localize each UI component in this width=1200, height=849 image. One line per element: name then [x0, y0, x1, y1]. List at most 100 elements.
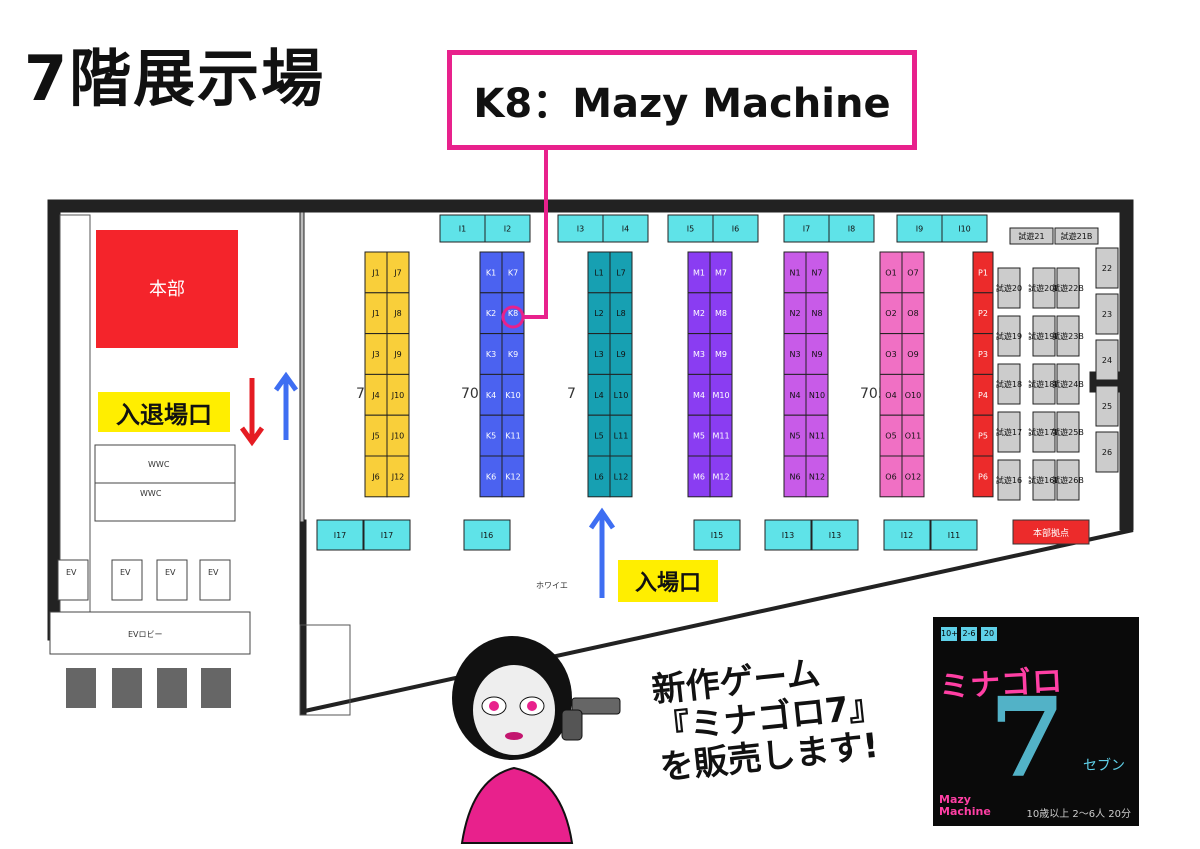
booth-m4: M4: [687, 373, 711, 416]
booth-cell: [316, 519, 364, 551]
booth-label: I12: [901, 531, 914, 540]
booth-o12: O12: [901, 455, 925, 498]
booth-k3: K3: [479, 333, 503, 375]
booth-label: 試遊22B: [1052, 283, 1084, 293]
ev-shaft-2: [112, 668, 142, 708]
booth-cell: [1056, 459, 1080, 501]
entrance-exit-label: 入退場口: [98, 392, 230, 432]
game-subtitle: セブン: [1083, 758, 1125, 774]
booth-label: K2: [486, 309, 496, 318]
callout-connector: [523, 150, 548, 319]
booth-label: N7: [811, 268, 822, 277]
booth-label: N10: [809, 391, 825, 400]
ev-label-4: EV: [208, 568, 219, 577]
booth-j1: J1: [364, 251, 388, 294]
ev-3: [156, 559, 188, 601]
game-logo: ミナゴロ: [938, 663, 1065, 706]
stairs-south: [299, 624, 351, 716]
booth-o3: O3: [879, 333, 903, 375]
booth-label: O7: [907, 268, 918, 277]
booth-o7: O7: [901, 251, 925, 294]
east-wall: [1119, 199, 1134, 531]
test-booth: 試遊20B: [1028, 267, 1060, 309]
booth-cell: [557, 214, 604, 243]
booth-label: L3: [594, 350, 604, 359]
booth-i17: I17: [316, 519, 364, 551]
booth-label: O4: [885, 391, 896, 400]
test-booth-top: 試遊21: [1009, 227, 1054, 245]
booth-label: O3: [885, 350, 896, 359]
character-illustration: [452, 636, 621, 844]
booth-j7: J7: [386, 251, 410, 294]
booth-m2: M2: [687, 292, 711, 335]
booth-cell: [609, 455, 633, 498]
test-booth: 試遊16B: [1028, 459, 1060, 501]
elevators: EV EV EV EV EVロビー: [49, 559, 251, 708]
test-booth: 試遊16: [996, 459, 1022, 501]
booth-label: 22: [1102, 264, 1112, 273]
booth-n1: N1: [783, 251, 807, 294]
booth-cell: [1032, 267, 1056, 309]
character-pupil-right: [527, 701, 537, 711]
ev-label-2: EV: [120, 568, 131, 577]
wc-label-1: WWC: [148, 460, 170, 469]
ev-lobby-label: EVロビー: [128, 630, 163, 639]
booth-cell: [883, 519, 931, 551]
booth-n5: N5: [783, 414, 807, 457]
booth-i13: I13: [764, 519, 812, 551]
booth-j6: J6: [364, 455, 388, 498]
booth-label: M3: [693, 350, 705, 359]
booth-i4: I4: [602, 214, 649, 243]
booth-label: O10: [905, 391, 921, 400]
booth-n7: N7: [805, 251, 829, 294]
booth-label: L5: [594, 432, 604, 441]
foyer-wall: [299, 519, 307, 716]
booth-k1: K1: [479, 251, 503, 294]
test-booth: 試遊17: [996, 411, 1022, 453]
booth-j5: J5: [364, 414, 388, 457]
booth-label: M11: [712, 432, 729, 441]
booth-label: 試遊16: [996, 475, 1022, 485]
booth-o2: O2: [879, 292, 903, 335]
booth-label: M6: [693, 472, 705, 481]
booth-label: L6: [594, 472, 604, 481]
booth-label: P4: [978, 391, 988, 400]
booth-cell: [1056, 315, 1080, 357]
booth-label: K6: [486, 472, 496, 481]
booth-l5: L5: [587, 414, 611, 457]
booth-i3: I3: [557, 214, 604, 243]
booth-label: I17: [334, 531, 347, 540]
booth-cell: [1095, 385, 1119, 427]
booth-m12: M12: [709, 455, 733, 498]
time-icon: 20: [981, 627, 997, 641]
booth-label: K3: [486, 350, 496, 359]
entry-arrow-left: [273, 371, 299, 440]
booth-label: M7: [715, 268, 727, 277]
booth-cell: [1095, 339, 1119, 381]
booth-label: I13: [829, 531, 842, 540]
exit-arrow: [239, 378, 265, 447]
booth-label: 試遊17: [996, 427, 1022, 437]
booth-label: J1: [371, 268, 379, 277]
booth-o8: O8: [901, 292, 925, 335]
brand-logo: Mazy Machine: [939, 793, 991, 818]
revolver-icon: [571, 697, 621, 715]
booth-o11: O11: [901, 414, 925, 457]
booth-cell: [1056, 267, 1080, 309]
booth-label: O9: [907, 350, 918, 359]
booth-label: 試遊20: [996, 283, 1022, 293]
booth-p3: P3: [972, 333, 994, 375]
test-booth-right: 26: [1095, 431, 1119, 473]
south-diagonal-wall: [299, 528, 1134, 714]
entrance-label: 入場口: [618, 560, 718, 602]
booth-i1: I1: [439, 214, 486, 243]
booth-label: N5: [789, 432, 800, 441]
booth-label: 試遊23B: [1052, 331, 1084, 341]
game-meta: 10歳以上 2〜6人 20分: [1026, 809, 1131, 820]
booth-label: 試遊16B: [1028, 475, 1060, 485]
booth-n10: N10: [805, 373, 829, 416]
booth-cell: [1009, 227, 1054, 245]
booth-label: L7: [616, 268, 626, 277]
